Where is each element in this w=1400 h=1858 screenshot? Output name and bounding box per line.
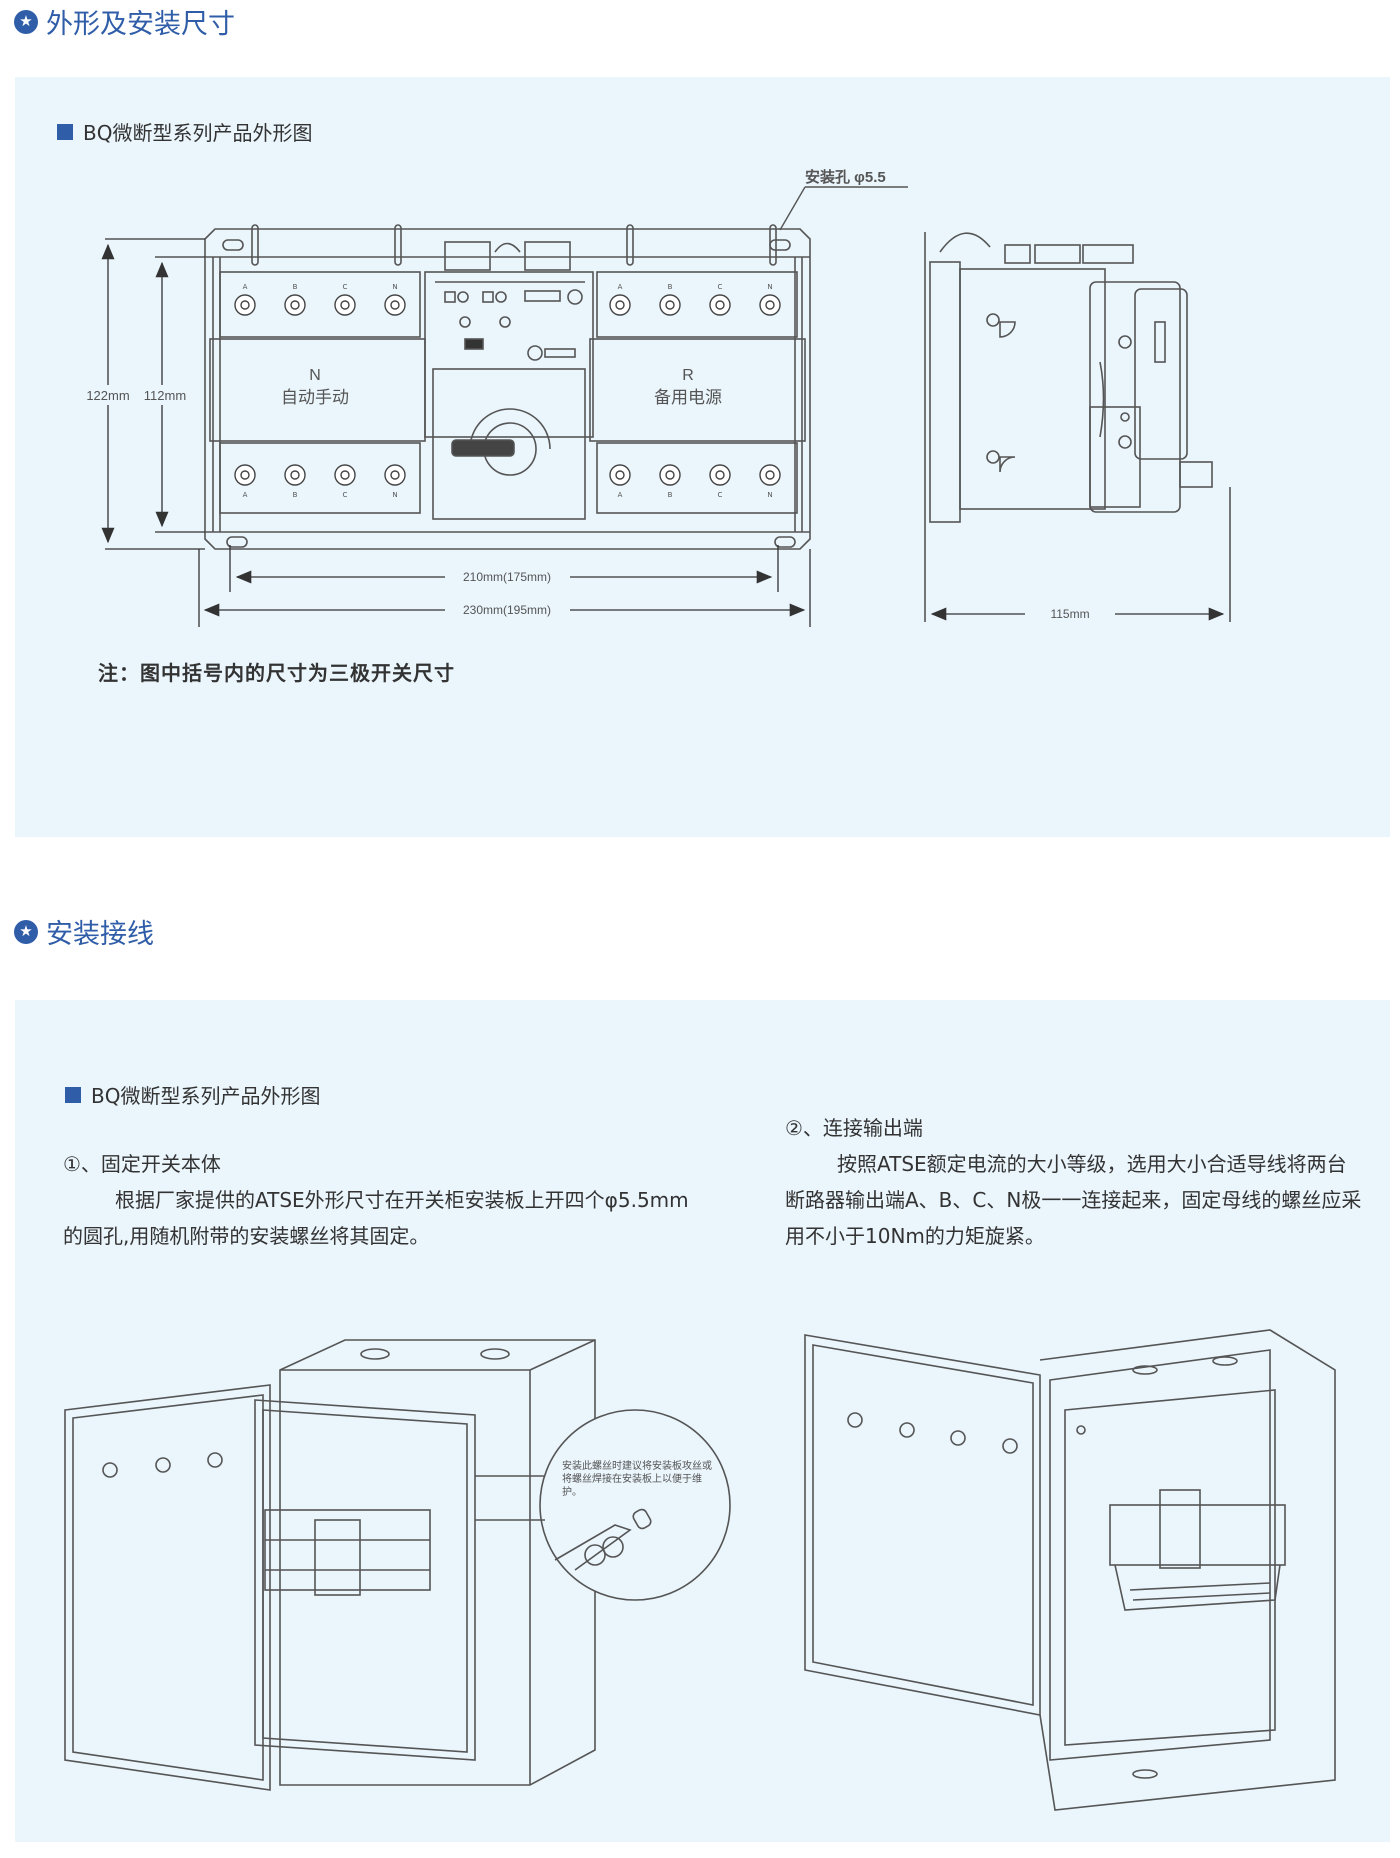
installation-panel: BQ微断型系列产品外形图 ①、固定开关本体 根据厂家提供的ATSE外形尺寸在开关… <box>15 1000 1390 1842</box>
terminal-screw-center <box>615 300 625 310</box>
section-title-installation: ★ 安装接线 <box>14 912 154 951</box>
terminal-screw-center <box>240 470 250 480</box>
terminal-letter: N <box>767 283 772 291</box>
terminal-screw-center <box>340 300 350 310</box>
terminal-letter: A <box>618 491 623 499</box>
terminal-letter: B <box>293 491 298 499</box>
terminal-letter: N <box>392 491 397 499</box>
terminal-letter: B <box>668 491 673 499</box>
square-bullet-icon <box>65 1086 81 1103</box>
section-title-text: 外形及安装尺寸 <box>46 9 235 40</box>
terminal-screw-center <box>665 470 675 480</box>
terminal-screw-center <box>765 470 775 480</box>
section-title-text: 安装接线 <box>46 919 154 950</box>
terminal-letter: C <box>343 491 348 499</box>
width-outer-label: 230mm(195mm) <box>463 603 551 617</box>
terminal-letter: A <box>243 491 248 499</box>
terminal-screw-center <box>765 300 775 310</box>
cabinet-illustration-left <box>64 1329 1336 1811</box>
terminal-screw-center <box>390 300 400 310</box>
callout-text: 安装此螺丝时建议将安装板攻丝或将螺丝焊接在安装板上以便于维护。 <box>562 1461 712 1498</box>
subtitle-text: BQ微断型系列产品外形图 <box>91 1084 321 1108</box>
step2-heading: ②、连接输出端 <box>785 1116 923 1140</box>
step1-body: 根据厂家提供的ATSE外形尺寸在开关柜安装板上开四个φ5.5mm的圆孔,用随机附… <box>63 1188 689 1248</box>
section-title-dimensions: ★ 外形及安装尺寸 <box>14 2 235 41</box>
terminal-letter: C <box>718 283 723 291</box>
step1-block: ①、固定开关本体 根据厂家提供的ATSE外形尺寸在开关柜安装板上开四个φ5.5m… <box>63 1146 693 1254</box>
terminal-screw-center <box>665 300 675 310</box>
terminal-letter: N <box>392 283 397 291</box>
depth-label: 115mm <box>1050 607 1089 621</box>
terminal-letter: C <box>718 491 723 499</box>
terminal-letter: N <box>767 491 772 499</box>
dimension-note: 注：图中括号内的尺寸为三极开关尺寸 <box>98 661 455 685</box>
height-inner-label: 112mm <box>144 388 186 403</box>
terminal-letter: B <box>293 283 298 291</box>
left-unit-letter: N <box>309 367 321 384</box>
terminal-letter: A <box>243 283 248 291</box>
terminal-screw-center <box>715 300 725 310</box>
terminal-screw-center <box>240 300 250 310</box>
terminal-screw-center <box>715 470 725 480</box>
subtitle: BQ微断型系列产品外形图 <box>65 1080 320 1109</box>
terminal-screw-center <box>615 470 625 480</box>
dimensions-panel: BQ微断型系列产品外形图 <box>15 77 1390 837</box>
star-icon: ★ <box>14 919 38 944</box>
terminal-letter: A <box>618 283 623 291</box>
terminal-letter: B <box>668 283 673 291</box>
terminal-screw-center <box>390 470 400 480</box>
right-unit-label: 备用电源 <box>654 388 722 407</box>
star-icon: ★ <box>14 9 38 34</box>
width-inner-label: 210mm(175mm) <box>463 570 551 584</box>
right-unit-letter: R <box>682 367 694 384</box>
terminal-screw-center <box>340 470 350 480</box>
step2-block: ②、连接输出端 按照ATSE额定电流的大小等级，选用大小合适导线将两台断路器输出… <box>785 1110 1365 1254</box>
square-bullet-icon <box>57 123 73 140</box>
mount-hole-label: 安装孔 φ5.5 <box>805 168 886 186</box>
cabinet-illustration-right <box>804 1329 1336 1811</box>
subtitle-text: BQ微断型系列产品外形图 <box>83 121 313 145</box>
terminal-screw-center <box>290 470 300 480</box>
height-outer-label: 122mm <box>86 388 129 403</box>
subtitle: BQ微断型系列产品外形图 <box>57 117 312 146</box>
dimension-drawing: A A B B C C N N A A B B C C N N N 自动手动 R 备用电源 122mm 112… <box>86 168 1231 627</box>
terminal-screw-center <box>290 300 300 310</box>
left-unit-label: 自动手动 <box>281 388 349 407</box>
step2-body: 按照ATSE额定电流的大小等级，选用大小合适导线将两台断路器输出端A、B、C、N… <box>785 1152 1362 1248</box>
step1-heading: ①、固定开关本体 <box>63 1152 221 1176</box>
terminal-letter: C <box>343 283 348 291</box>
